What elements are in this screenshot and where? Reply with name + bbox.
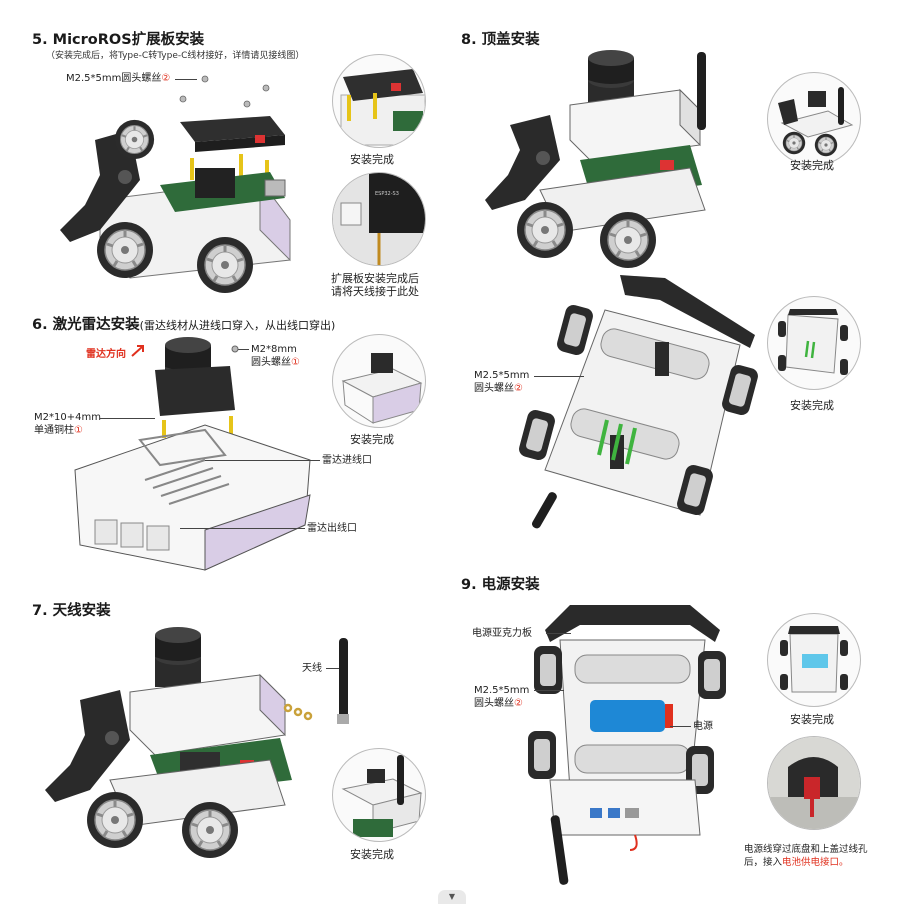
s5-detail-circle-2: ESP32-S3 xyxy=(332,172,426,266)
s5-note: （安装完成后，将Type-C转Type-C线材接好，详情请见接线图） xyxy=(46,51,305,61)
s9-power-illustration xyxy=(528,605,726,885)
s5-done: 安装完成 xyxy=(350,153,394,166)
s6-outlet-label: 雷达出线口 xyxy=(307,523,357,534)
s5-robot-illustration xyxy=(60,75,291,295)
s6-direction-arrow-icon xyxy=(131,345,144,357)
chevron-down-icon: ▼ xyxy=(448,892,456,901)
scroll-down-button[interactable]: ▼ xyxy=(438,890,466,904)
s7-title: 7. 天线安装 xyxy=(32,603,111,619)
s9-power-label: 电源 xyxy=(693,721,713,732)
s5-antenna-note: 扩展板安装完成后请将天线接于此处 xyxy=(331,272,419,298)
s7-antenna-label: 天线 xyxy=(302,663,322,674)
s8-done-1: 安装完成 xyxy=(790,159,834,172)
s9-note: 电源线穿过底盘和上盖过线孔 后，接入电池供电接口。 xyxy=(744,844,868,868)
s9-detail-circle-1 xyxy=(767,613,861,707)
s9-done: 安装完成 xyxy=(790,713,834,726)
s8-done-2: 安装完成 xyxy=(790,399,834,412)
s6-direction-label: 雷达方向 xyxy=(86,349,126,360)
s7-robot-illustration xyxy=(45,627,292,860)
s8-detail-circle-2 xyxy=(767,296,861,390)
s8-detail-circle-1 xyxy=(767,72,861,166)
s7-done: 安装完成 xyxy=(350,848,394,861)
s7-antenna-parts xyxy=(283,638,349,724)
s8-robot-illustration xyxy=(485,50,706,270)
s9-acrylic-label: 电源亚克力板 xyxy=(472,628,532,639)
s6-done: 安装完成 xyxy=(350,433,394,446)
s6-title: 6. 激光雷达安装(雷达线材从进线口穿入，从出线口穿出) xyxy=(32,317,336,333)
s8-chassis-illustration xyxy=(517,275,760,529)
s6-lidar-illustration xyxy=(74,337,311,571)
s7-detail-circle xyxy=(332,748,426,842)
s5-title: 5. MicroROS扩展板安装 xyxy=(32,32,205,48)
s5-screw-label: M2.5*5mm圆头螺丝② xyxy=(66,73,171,84)
s6-detail-circle xyxy=(332,334,426,428)
s8-title: 8. 顶盖安装 xyxy=(461,32,540,48)
svg-text:ESP32-S3: ESP32-S3 xyxy=(375,191,399,197)
s9-title: 9. 电源安装 xyxy=(461,577,540,593)
s9-detail-photo xyxy=(767,736,861,830)
s5-detail-circle-1 xyxy=(332,54,426,148)
s6-inlet-label: 雷达进线口 xyxy=(322,455,372,466)
